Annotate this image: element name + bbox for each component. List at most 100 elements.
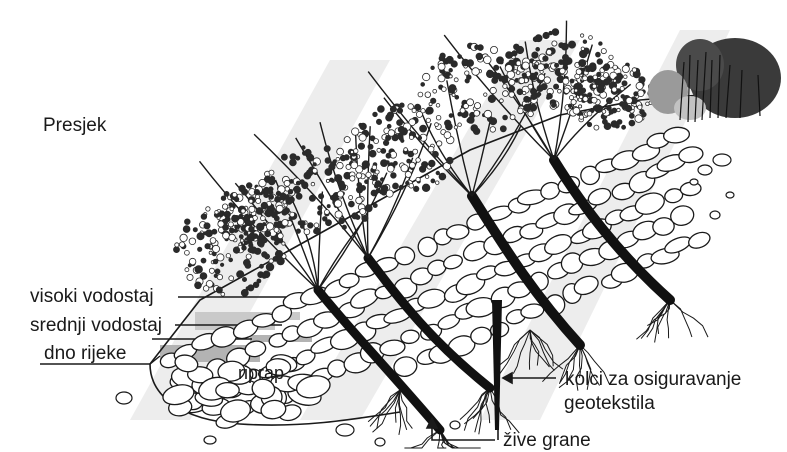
leaf [426, 118, 430, 122]
leaf [409, 162, 415, 168]
leaf [233, 247, 239, 253]
leaf [242, 189, 248, 195]
leaf [509, 86, 515, 92]
leaf [323, 217, 328, 222]
leaf [240, 239, 243, 242]
leaf [426, 107, 433, 114]
leaf [431, 179, 435, 183]
root-strand [440, 430, 481, 448]
leaf [274, 241, 278, 245]
leaf [620, 86, 624, 90]
riprap-label: riprap [238, 364, 284, 382]
leaf [329, 164, 335, 170]
leaf [586, 66, 592, 72]
leaf [229, 234, 236, 241]
root-strand [670, 300, 708, 337]
leaf [244, 231, 248, 235]
leaf [503, 115, 508, 120]
root-strand [670, 300, 692, 337]
leaf [435, 123, 439, 127]
leaf [213, 259, 218, 264]
leaf [221, 292, 225, 296]
leaf [475, 45, 479, 49]
leaf [265, 231, 271, 237]
leaf [447, 157, 454, 164]
leaf [269, 187, 274, 192]
leaf [433, 89, 437, 93]
leaf [256, 223, 264, 231]
leaf [337, 191, 343, 197]
leaf [568, 41, 575, 48]
leaf [449, 114, 453, 118]
leaf [471, 125, 478, 132]
leaf [342, 225, 346, 229]
leaf [380, 178, 384, 182]
leaf [617, 108, 620, 111]
leaf [543, 56, 548, 61]
leaf [596, 52, 601, 57]
leaf [431, 66, 435, 70]
leaf [443, 73, 447, 77]
leaf [597, 59, 603, 65]
leaf [443, 59, 449, 65]
leaf [281, 154, 287, 160]
leaf [386, 190, 393, 197]
leaf [356, 215, 360, 219]
high-water-level-label: visoki vodostaj [30, 287, 154, 306]
leaf [490, 46, 497, 53]
leaf [209, 251, 212, 254]
leaf [337, 162, 344, 169]
leaf [308, 223, 314, 229]
leaf [632, 68, 636, 72]
leaf [638, 90, 645, 97]
leaf [261, 202, 268, 209]
leaf [217, 254, 224, 261]
leaf [244, 241, 248, 245]
leaf [607, 106, 612, 111]
leaf [275, 250, 282, 257]
leaf [250, 217, 254, 221]
leaf [380, 190, 384, 194]
section-label: Presjek [43, 116, 106, 135]
leaf [296, 193, 302, 199]
leaf [195, 266, 203, 274]
leaf [613, 79, 616, 82]
leaf [611, 121, 618, 128]
leaf [296, 156, 300, 160]
leaf [421, 109, 425, 113]
leaf [522, 62, 529, 69]
leaf [429, 160, 436, 167]
leaf [476, 53, 483, 60]
leaf [597, 85, 605, 93]
leaf [546, 49, 551, 54]
leaf [269, 195, 274, 200]
leaf [505, 65, 512, 72]
leaf [514, 44, 520, 50]
leaf [288, 189, 293, 194]
leaf [425, 92, 431, 98]
leaf [187, 274, 193, 280]
leaf [339, 218, 345, 224]
leaf [449, 68, 453, 72]
leaf [373, 112, 378, 117]
leaf [509, 92, 515, 98]
leaf [561, 43, 568, 50]
leaf [256, 208, 263, 215]
leaf [349, 196, 353, 200]
leaf [300, 225, 304, 229]
leaf [574, 89, 577, 92]
leaf [220, 263, 223, 266]
leaf [588, 93, 592, 97]
leaf [296, 229, 300, 233]
leaf [580, 34, 583, 37]
leaf [365, 205, 372, 212]
leaf [309, 195, 315, 201]
leaf [256, 198, 261, 203]
root-strand [404, 430, 440, 448]
leaf [232, 193, 237, 198]
leaf [215, 211, 219, 215]
leaf [290, 212, 295, 217]
leaf [622, 65, 629, 72]
leaf [533, 65, 538, 70]
leaf [407, 159, 411, 163]
